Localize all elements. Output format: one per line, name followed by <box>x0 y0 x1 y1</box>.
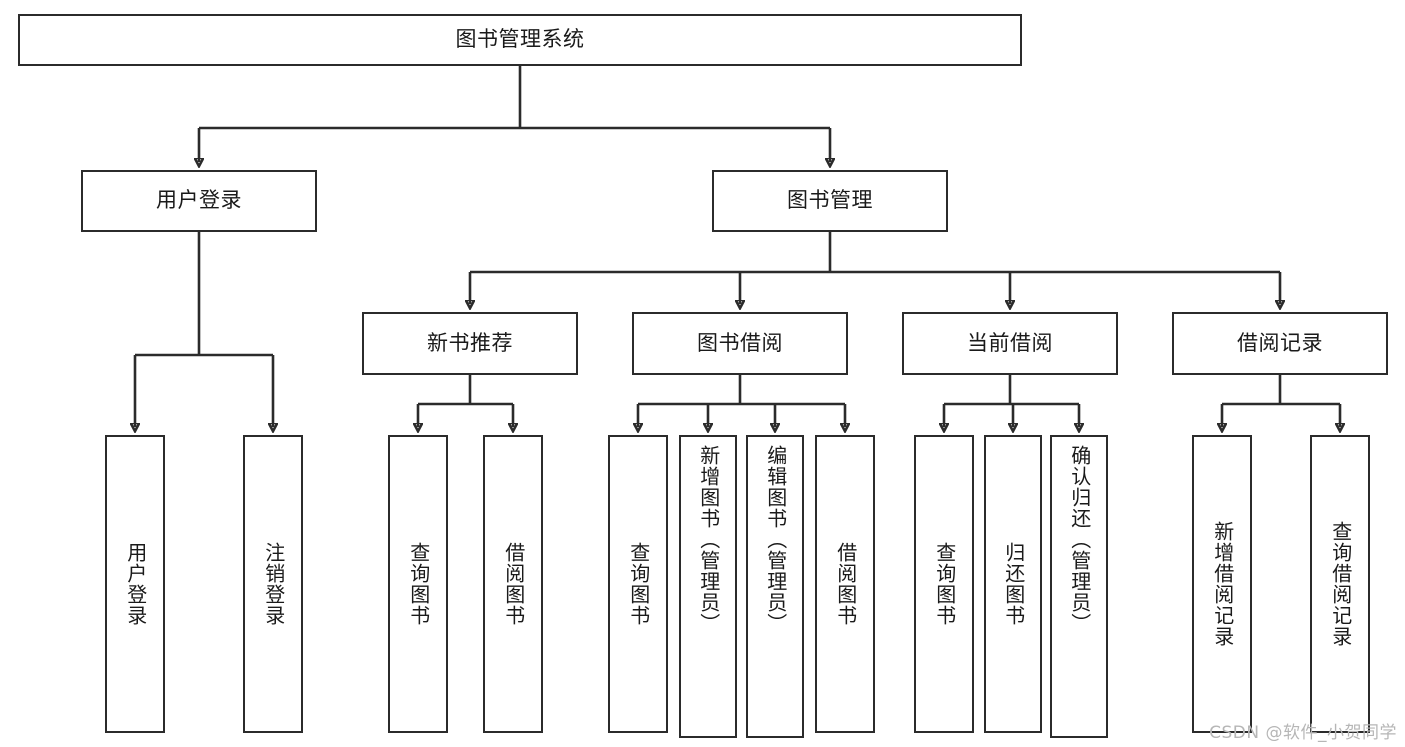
node-borrow-record[interactable]: 借阅记录 <box>1172 312 1388 375</box>
leaf-borrow-book-recommend-label: 借阅图书 <box>501 542 526 626</box>
node-current-borrow-label: 当前借阅 <box>967 330 1053 355</box>
leaf-query-borrow-record-label: 查询借阅记录 <box>1328 521 1353 647</box>
leaf-query-book-current[interactable]: 查询图书 <box>914 435 974 733</box>
leaf-edit-book-admin-label: 编辑图书（管理员） <box>763 445 788 634</box>
node-book-borrow-label: 图书借阅 <box>697 330 783 355</box>
leaf-borrow-book[interactable]: 借阅图书 <box>815 435 875 733</box>
leaf-confirm-return-admin-label: 确认归还（管理员） <box>1067 445 1092 634</box>
leaf-user-login-label: 用户登录 <box>123 542 148 626</box>
leaf-return-book-label: 归还图书 <box>1001 542 1026 626</box>
leaf-query-borrow-record[interactable]: 查询借阅记录 <box>1310 435 1370 733</box>
leaf-borrow-book-label: 借阅图书 <box>833 542 858 626</box>
leaf-borrow-book-recommend[interactable]: 借阅图书 <box>483 435 543 733</box>
leaf-add-book-admin-label: 新增图书（管理员） <box>696 445 721 634</box>
node-root[interactable]: 图书管理系统 <box>18 14 1022 66</box>
leaf-user-login[interactable]: 用户登录 <box>105 435 165 733</box>
leaf-add-borrow-record-label: 新增借阅记录 <box>1210 521 1235 647</box>
leaf-logout-label: 注销登录 <box>261 542 286 626</box>
leaf-add-book-admin[interactable]: 新增图书（管理员） <box>679 435 737 738</box>
node-current-borrow[interactable]: 当前借阅 <box>902 312 1118 375</box>
leaf-confirm-return-admin[interactable]: 确认归还（管理员） <box>1050 435 1108 738</box>
leaf-query-book-borrow[interactable]: 查询图书 <box>608 435 668 733</box>
leaf-query-book-recommend-label: 查询图书 <box>406 542 431 626</box>
node-user-login-label: 用户登录 <box>156 188 242 213</box>
node-user-login[interactable]: 用户登录 <box>81 170 317 232</box>
node-root-label: 图书管理系统 <box>455 27 585 52</box>
leaf-add-borrow-record[interactable]: 新增借阅记录 <box>1192 435 1252 733</box>
leaf-query-book-current-label: 查询图书 <box>932 542 957 626</box>
leaf-query-book-recommend[interactable]: 查询图书 <box>388 435 448 733</box>
leaf-return-book[interactable]: 归还图书 <box>984 435 1042 733</box>
leaf-logout[interactable]: 注销登录 <box>243 435 303 733</box>
node-new-book-recommend[interactable]: 新书推荐 <box>362 312 578 375</box>
node-book-management-label: 图书管理 <box>787 188 873 213</box>
csdn-watermark: CSDN @软件_小贺同学 <box>1209 723 1397 743</box>
node-book-management[interactable]: 图书管理 <box>712 170 948 232</box>
leaf-query-book-borrow-label: 查询图书 <box>626 542 651 626</box>
node-new-book-recommend-label: 新书推荐 <box>427 330 513 355</box>
leaf-edit-book-admin[interactable]: 编辑图书（管理员） <box>746 435 804 738</box>
node-book-borrow[interactable]: 图书借阅 <box>632 312 848 375</box>
node-borrow-record-label: 借阅记录 <box>1237 330 1323 355</box>
